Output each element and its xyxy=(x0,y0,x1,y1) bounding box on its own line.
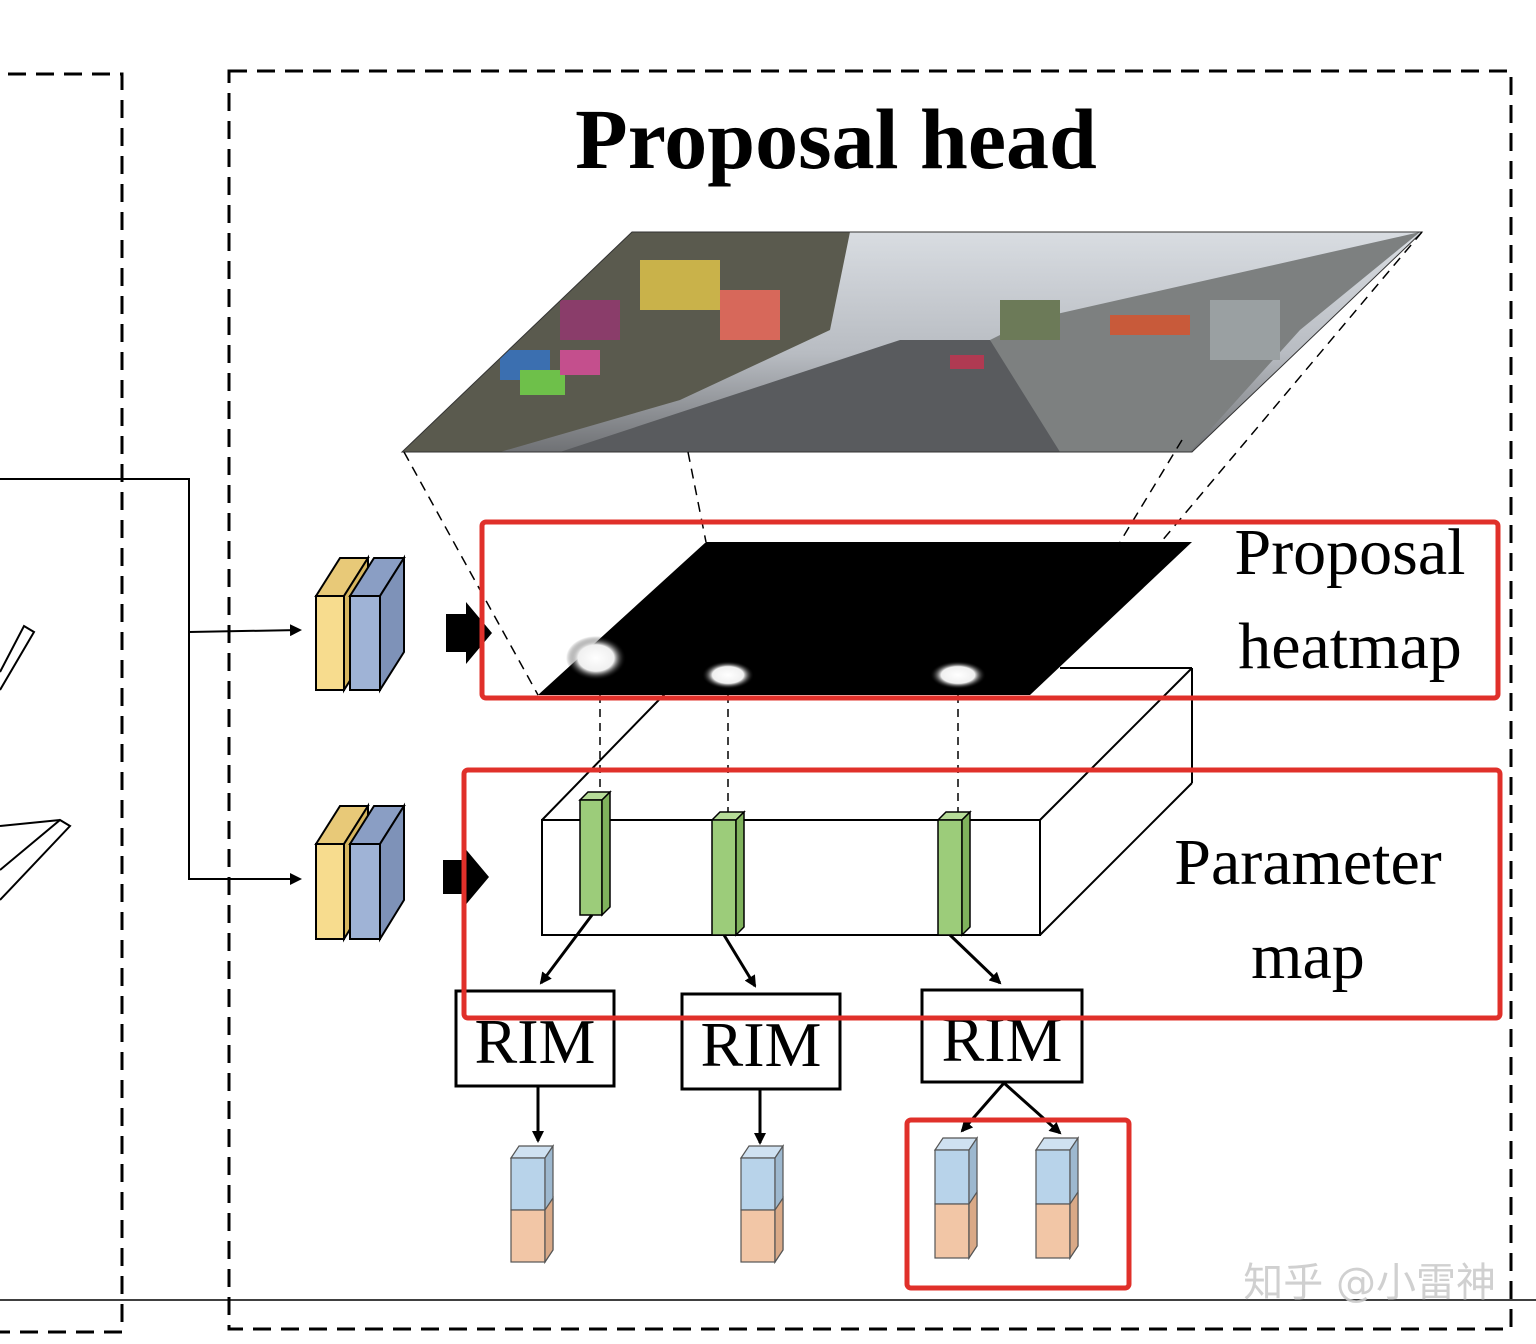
output-vector xyxy=(509,1144,555,1264)
heatmap-spot xyxy=(702,661,754,689)
rim-box: RIM xyxy=(920,988,1084,1084)
highlight-heatmap xyxy=(479,519,1501,701)
highlight-boxes xyxy=(461,519,1503,1291)
heatmap-label-line1: Proposal xyxy=(1235,516,1466,589)
output-vector xyxy=(933,1136,979,1260)
backbone-region-border xyxy=(0,72,124,1334)
proposal-head-border xyxy=(227,69,1513,1331)
rim-label: RIM xyxy=(942,1004,1063,1075)
street-image-frame xyxy=(400,231,1424,453)
parameter-vector xyxy=(578,790,612,917)
spot-projections xyxy=(599,695,959,812)
input-connectors xyxy=(0,478,302,885)
heatmap-label-line2: heatmap xyxy=(1238,610,1462,683)
street-image xyxy=(402,232,1422,452)
rim-input-arrows xyxy=(539,914,1002,988)
highlight-outputs xyxy=(904,1117,1132,1291)
conv-block-heatmap xyxy=(314,554,406,694)
parameter-map-cuboid xyxy=(541,667,1193,936)
heatmap-spot xyxy=(930,661,986,689)
rim-box: RIM xyxy=(454,989,616,1088)
conv-block-parameter xyxy=(314,802,406,943)
heatmap-plane xyxy=(538,542,1192,695)
parameter-label-line1: Parameter xyxy=(1174,826,1442,899)
parameter-label-line2: map xyxy=(1251,920,1365,993)
parameter-vector xyxy=(936,810,972,937)
parameter-vector xyxy=(710,810,746,937)
watermark: 知乎 @小雷神 xyxy=(1243,1260,1496,1306)
diagram-title: Proposal head xyxy=(575,91,1097,187)
output-vector xyxy=(1034,1136,1080,1260)
backbone-feature-planes xyxy=(0,624,72,901)
rim-output-arrows xyxy=(532,1081,1062,1145)
highlight-parameter-map xyxy=(461,767,1503,1021)
rim-label: RIM xyxy=(701,1009,822,1080)
block-arrow-parameter xyxy=(443,846,489,908)
output-vector xyxy=(739,1144,785,1264)
heatmap-spot xyxy=(566,636,626,680)
block-arrow-heatmap xyxy=(446,602,492,664)
rim-box: RIM xyxy=(680,992,842,1091)
